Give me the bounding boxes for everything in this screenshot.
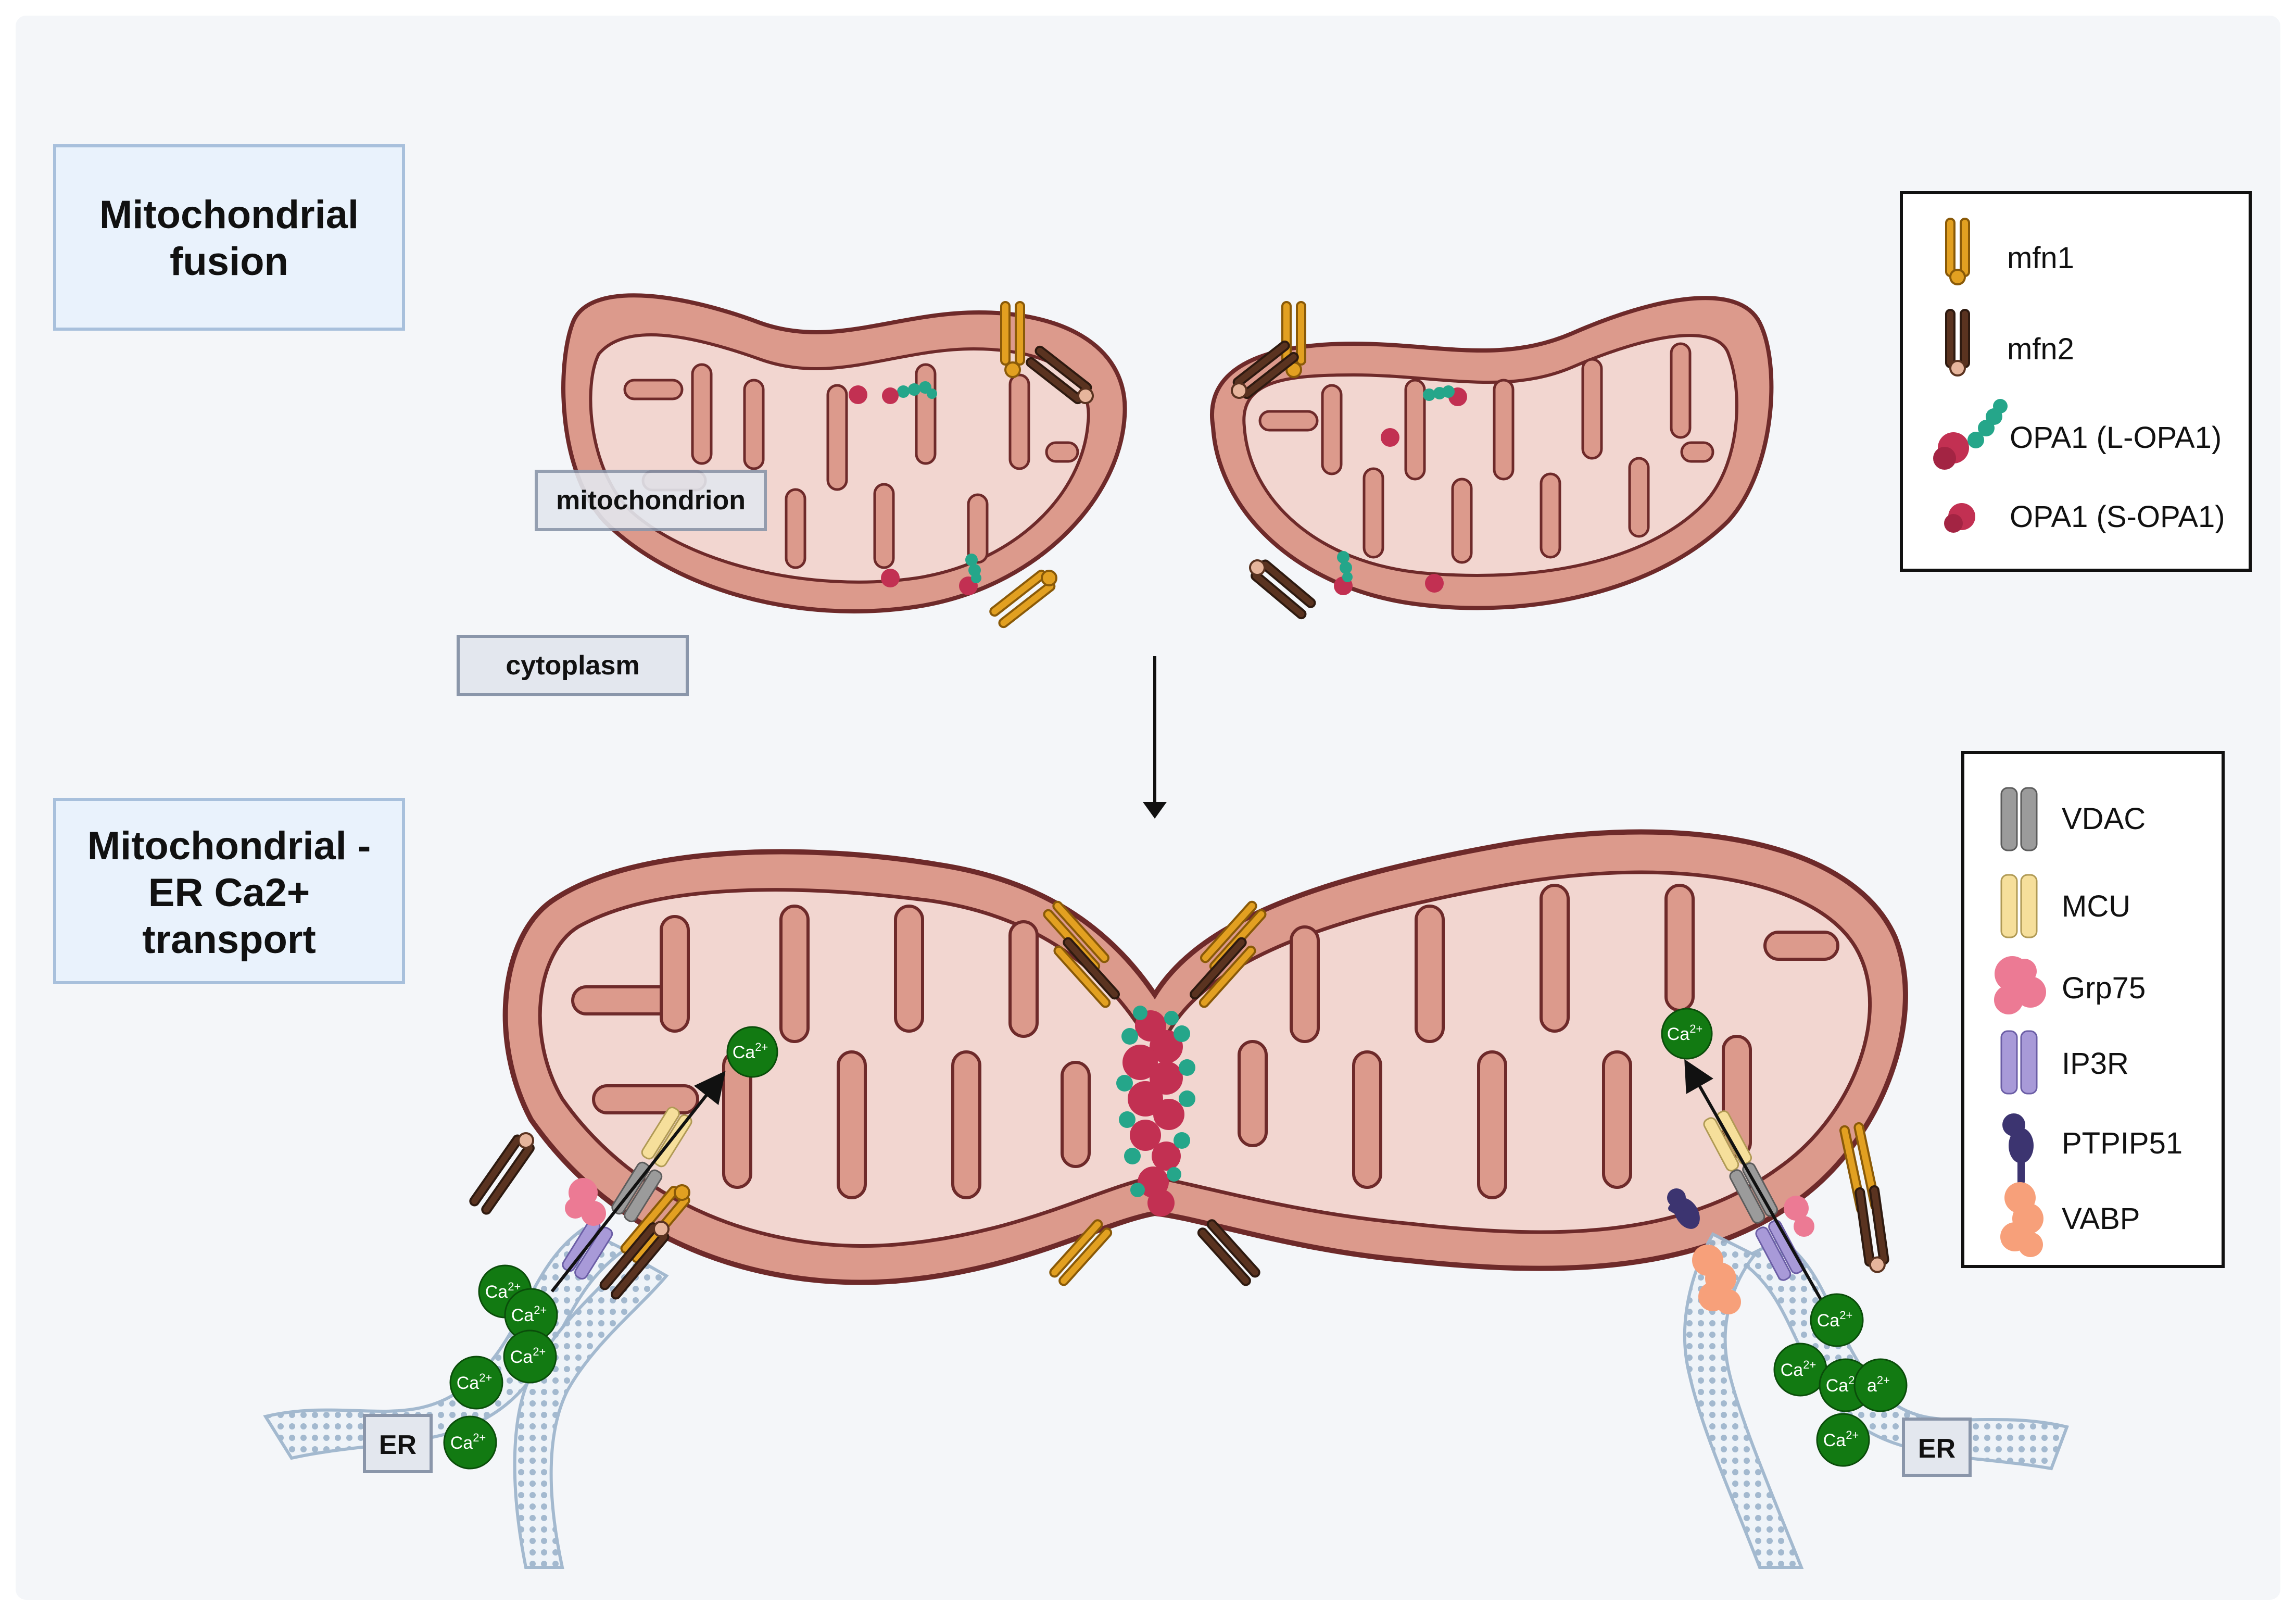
calcium-ion: Ca2+: [726, 1026, 778, 1078]
er-label-left: ER: [363, 1414, 433, 1473]
mitochondrion-label: mitochondrion: [535, 470, 767, 531]
mcu-icon: [2000, 874, 2038, 938]
legend-label-vdac: VDAC: [2062, 802, 2146, 836]
legend-label-opa1-long: OPA1 (L-OPA1): [2010, 421, 2222, 455]
top-opa1-proteins: [849, 381, 1467, 595]
fusion-title-line-1: Mitochondrial: [99, 193, 359, 237]
mfn1-protein: [1000, 301, 1025, 378]
calcium-ion: Ca2+: [443, 1415, 497, 1470]
opa1-short-icon: [1944, 503, 1975, 533]
calcium-ion: Ca2+: [1816, 1413, 1870, 1467]
legend-label-ptpip51: PTPIP51: [2062, 1126, 2183, 1160]
mfn1-protein: [989, 569, 1057, 629]
transport-title-box: Mitochondrial - ER Ca2+ transport: [53, 798, 405, 984]
ip3r-icon: [2000, 1030, 2038, 1095]
left-contact-proteins: [469, 1071, 726, 1300]
svg-text:ER: ER: [1918, 1434, 1956, 1464]
calcium-ion: Ca2+: [1810, 1293, 1864, 1347]
ptpip51-protein: [1667, 1188, 1700, 1229]
svg-text:Ca2+: Ca2+: [450, 1431, 486, 1453]
legend-label-grp75: Grp75: [2062, 971, 2146, 1005]
cytoplasm-label: cytoplasm: [457, 635, 689, 696]
svg-text:Ca2+: Ca2+: [1781, 1358, 1816, 1380]
calcium-ion: Ca2+: [503, 1329, 557, 1384]
calcium-ion: Ca2+: [449, 1356, 503, 1410]
legend-fusion: mfn1 mfn2 OPA1 (L-OPA1) OPA1 (S-OPA1): [1900, 191, 2252, 572]
er-label-right: ER: [1902, 1418, 1972, 1477]
calcium-ion: Ca2+: [504, 1288, 558, 1342]
opa1-cluster: [1116, 1006, 1195, 1216]
legend-label-ip3r: IP3R: [2062, 1047, 2129, 1081]
transport-title-line-2: ER Ca2+: [148, 871, 310, 915]
fusion-title-line-2: fusion: [170, 240, 288, 284]
vabp-protein: [1692, 1245, 1741, 1314]
calcium-ion: Ca2+: [1773, 1343, 1827, 1397]
transport-title-line-1: Mitochondrial -: [87, 824, 371, 868]
right-contact-proteins: [1667, 1059, 1889, 1314]
mfn2-protein: [1026, 345, 1094, 405]
mfn2-protein: [1231, 340, 1299, 399]
legend-label-vabp: VABP: [2062, 1202, 2140, 1236]
ptpip51-icon: [2002, 1113, 2034, 1185]
svg-text:cytoplasm: cytoplasm: [506, 650, 639, 681]
fused-mitochondrion: [502, 829, 1908, 1285]
calcium-ion: Ca2+: [1661, 1008, 1713, 1060]
transport-title-line-3: transport: [142, 918, 316, 962]
mfn-junction-bottom: [1049, 1219, 1260, 1286]
mfn1-icon: [1945, 218, 1970, 285]
vabp-icon: [2000, 1182, 2043, 1257]
mfn2-icon: [1945, 309, 1970, 377]
grp75-icon: [1994, 956, 2046, 1014]
legend-label-mfn2: mfn2: [2007, 332, 2074, 366]
fusion-title-box: Mitochondrial fusion: [53, 144, 405, 331]
top-mfn-proteins: [989, 301, 1316, 629]
mfn-junction-top: [1043, 900, 1267, 1008]
fusion-arrow: [1143, 656, 1167, 819]
svg-text:ER: ER: [379, 1430, 417, 1460]
svg-text:mitochondrion: mitochondrion: [556, 485, 746, 516]
legend-label-mcu: MCU: [2062, 889, 2130, 923]
legend-label-mfn1: mfn1: [2007, 241, 2074, 275]
mitochondrion-right-top: [1210, 296, 1774, 610]
calcium-ion: a2+: [1853, 1358, 1908, 1412]
calcium-ions: Ca2+Ca2+Ca2+Ca2+Ca2+Ca2+Ca2+Ca2+Ca2+Ca2+…: [443, 1008, 1908, 1470]
vdac-icon: [2000, 787, 2038, 851]
mfn2-protein: [1249, 559, 1316, 620]
opa1-long-icon: [1933, 399, 2008, 470]
legend-transport: VDAC MCU Grp75 IP3R PTPIP51 VABP: [1961, 751, 2225, 1268]
legend-label-opa1-short: OPA1 (S-OPA1): [2010, 500, 2225, 534]
